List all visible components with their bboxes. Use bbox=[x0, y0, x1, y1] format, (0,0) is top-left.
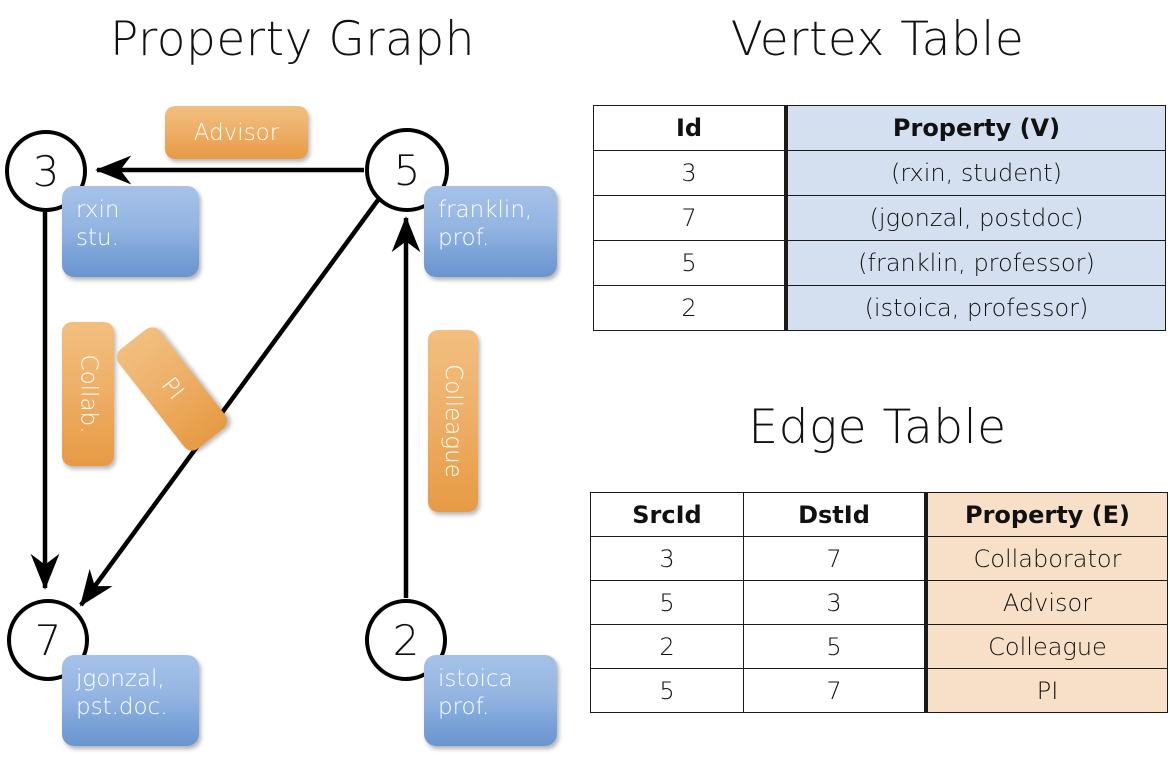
edge-row-2-property: Colleague bbox=[925, 624, 1168, 669]
vertex-table-title: Vertex Table bbox=[730, 12, 1025, 67]
edge-label-colleague-text: Colleague bbox=[440, 364, 466, 478]
vertex-row-3-property: (istoica, professor) bbox=[785, 285, 1166, 331]
edge-row-1-dst: 3 bbox=[743, 580, 928, 625]
property-graph-edges bbox=[30, 155, 421, 607]
edge-table-header-dstid: DstId bbox=[743, 492, 928, 537]
edge-row-2-dst: 5 bbox=[743, 624, 928, 669]
vertex-table-header-id: Id bbox=[593, 105, 788, 151]
vertex-row-2-property: (franklin, professor) bbox=[785, 240, 1166, 286]
vertex-property-box-istoica: istoica prof. bbox=[424, 655, 557, 746]
table-row: 2 5 Colleague bbox=[590, 624, 1168, 669]
vertex-row-0-property: (rxin, student) bbox=[785, 150, 1166, 196]
vertex-row-1-id: 7 bbox=[593, 195, 788, 241]
vertex-table: Id Property (V) 3 (rxin, student) 7 (jgo… bbox=[593, 105, 1166, 331]
edge-table: SrcId DstId Property (E) 3 7 Collaborato… bbox=[590, 492, 1168, 713]
property-graph-title: Property Graph bbox=[110, 12, 475, 67]
vertex-property-box-franklin: franklin, prof. bbox=[424, 186, 557, 277]
edge-row-1-src: 5 bbox=[590, 580, 744, 625]
graph-node-5[interactable]: 5 bbox=[365, 128, 449, 212]
edge-table-title: Edge Table bbox=[748, 400, 1007, 455]
vertex-table-header-property: Property (V) bbox=[785, 105, 1166, 151]
edge-row-0-dst: 7 bbox=[743, 536, 928, 581]
edge-label-colleague: Colleague bbox=[428, 330, 478, 512]
table-row: 3 7 Collaborator bbox=[590, 536, 1168, 581]
vertex-table-header-row: Id Property (V) bbox=[593, 105, 1166, 151]
edge-row-0-property: Collaborator bbox=[925, 536, 1168, 581]
edge-label-advisor: Advisor bbox=[165, 106, 308, 159]
table-row: 2 (istoica, professor) bbox=[593, 285, 1166, 331]
vertex-row-2-id: 5 bbox=[593, 240, 788, 286]
edge-label-advisor-text: Advisor bbox=[193, 119, 280, 146]
graph-node-2-label: 2 bbox=[392, 615, 420, 665]
table-row: 5 (franklin, professor) bbox=[593, 240, 1166, 286]
graph-node-7-label: 7 bbox=[34, 615, 62, 665]
graph-node-5-label: 5 bbox=[393, 145, 421, 195]
edge-row-1-property: Advisor bbox=[925, 580, 1168, 625]
edge-row-3-src: 5 bbox=[590, 668, 744, 713]
edge-row-3-property: PI bbox=[925, 668, 1168, 713]
table-row: 7 (jgonzal, postdoc) bbox=[593, 195, 1166, 241]
table-row: 5 3 Advisor bbox=[590, 580, 1168, 625]
graph-node-2[interactable]: 2 bbox=[365, 599, 447, 681]
edge-arrow-pi bbox=[79, 198, 380, 607]
edge-label-collaborator: Collab. bbox=[62, 322, 114, 466]
edge-row-0-src: 3 bbox=[590, 536, 744, 581]
vertex-row-3-id: 2 bbox=[593, 285, 788, 331]
table-row: 3 (rxin, student) bbox=[593, 150, 1166, 196]
edge-table-header-property: Property (E) bbox=[925, 492, 1168, 537]
vertex-property-box-rxin: rxin stu. bbox=[62, 186, 199, 277]
edge-row-3-dst: 7 bbox=[743, 668, 928, 713]
graph-node-3-label: 3 bbox=[32, 146, 60, 196]
edge-table-header-srcid: SrcId bbox=[590, 492, 744, 537]
vertex-row-1-property: (jgonzal, postdoc) bbox=[785, 195, 1166, 241]
vertex-property-box-jgonzal: jgonzal, pst.doc. bbox=[62, 655, 199, 746]
edge-label-pi-text: PI bbox=[155, 372, 189, 406]
table-row: 5 7 PI bbox=[590, 668, 1168, 713]
edge-label-collaborator-text: Collab. bbox=[75, 354, 102, 434]
edge-table-header-row: SrcId DstId Property (E) bbox=[590, 492, 1168, 537]
vertex-row-0-id: 3 bbox=[593, 150, 788, 196]
edge-row-2-src: 2 bbox=[590, 624, 744, 669]
